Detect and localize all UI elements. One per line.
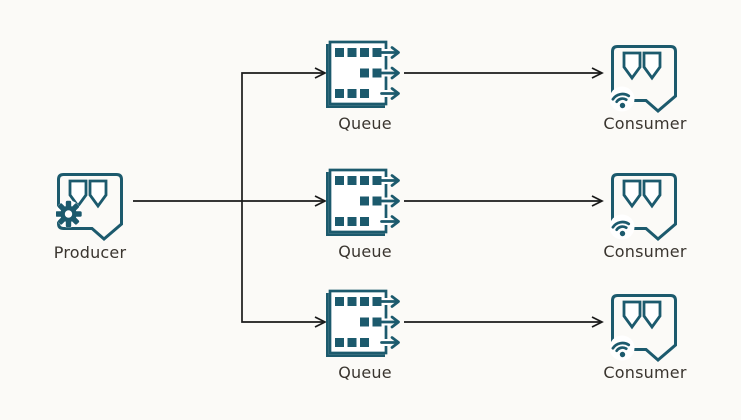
queue-node-1 bbox=[326, 40, 404, 108]
consumer-node-2 bbox=[610, 172, 680, 244]
queue-node-2 bbox=[326, 168, 404, 236]
chat-bubble-gear-icon bbox=[56, 172, 126, 244]
message-queue-icon bbox=[326, 40, 404, 108]
message-queue-icon bbox=[326, 168, 404, 236]
branch-to-bottom-queue-connector bbox=[241, 201, 324, 323]
queue-node-3 bbox=[326, 289, 404, 357]
producer-node bbox=[56, 172, 126, 244]
arrowhead-middle-queue bbox=[314, 195, 327, 207]
consumer-label-2: Consumer bbox=[603, 242, 687, 261]
queue-label-3: Queue bbox=[338, 363, 392, 382]
producer-label: Producer bbox=[53, 243, 127, 262]
chat-bubble-wifi-icon bbox=[610, 172, 680, 244]
arrowhead-bottom-queue bbox=[314, 316, 327, 328]
arrowhead-top-consumer bbox=[591, 67, 604, 79]
consumer-node-1 bbox=[610, 44, 680, 116]
consumer-node-3 bbox=[610, 293, 680, 365]
queue-label-2: Queue bbox=[338, 242, 392, 261]
message-queue-icon bbox=[326, 289, 404, 357]
branch-to-top-queue-connector bbox=[241, 72, 324, 201]
arrowhead-middle-consumer bbox=[591, 195, 604, 207]
arrowhead-top-queue bbox=[314, 67, 327, 79]
consumer-label-3: Consumer bbox=[603, 363, 687, 382]
queue-label-1: Queue bbox=[338, 114, 392, 133]
arrowhead-bottom-consumer bbox=[591, 316, 604, 328]
chat-bubble-wifi-icon bbox=[610, 44, 680, 116]
consumer-label-1: Consumer bbox=[603, 114, 687, 133]
chat-bubble-wifi-icon bbox=[610, 293, 680, 365]
